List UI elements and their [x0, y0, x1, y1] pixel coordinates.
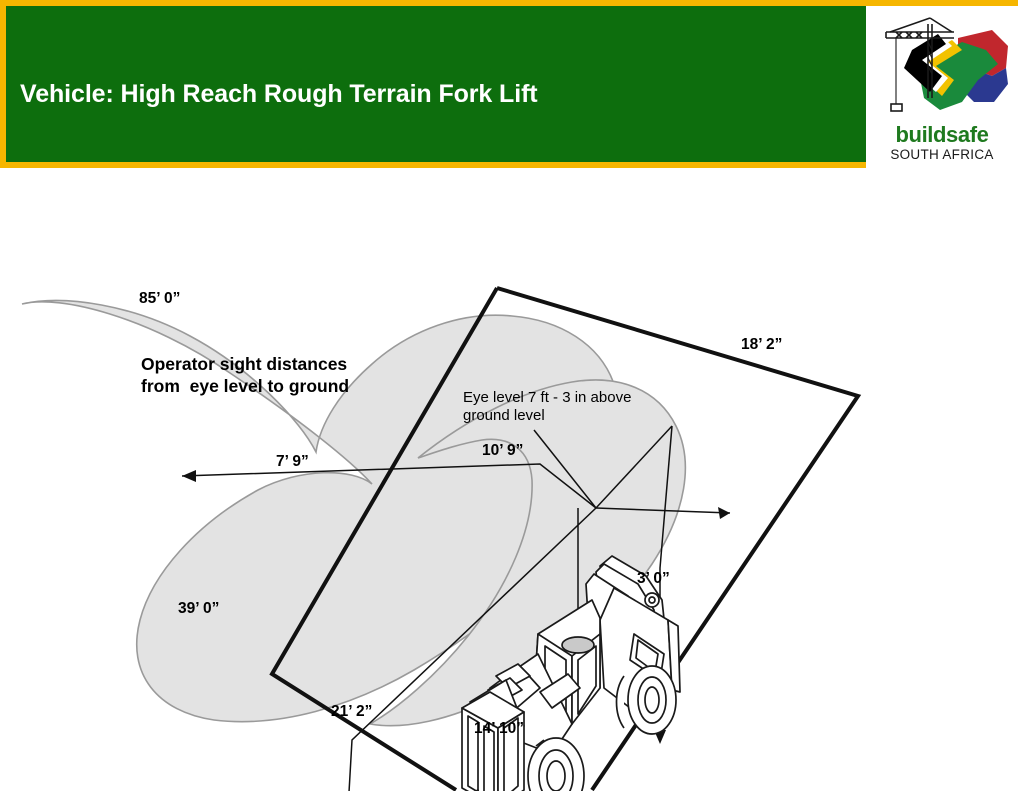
page-title: Vehicle: High Reach Rough Terrain Fork L… [20, 80, 538, 108]
sight-distance-diagram: Operator sight distances from eye level … [0, 168, 1024, 791]
ground-plane [269, 286, 862, 791]
diagram-caption: Operator sight distances from eye level … [141, 354, 350, 396]
dimension-label-85-0: 85’ 0” [139, 290, 181, 307]
dimension-label-39-0: 39’ 0” [178, 600, 220, 617]
logo-subwordmark: SOUTH AFRICA [890, 147, 994, 162]
tower-crane-icon [885, 17, 954, 112]
dimension-label-3-0: 3’ 0” [637, 570, 670, 587]
eye-level-note: Eye level 7 ft - 3 in above ground level [463, 389, 632, 424]
dimension-label-10-9: 10’ 9” [482, 442, 524, 459]
south-africa-map-icon [904, 30, 1008, 110]
logo-wordmark: buildsafe [895, 122, 989, 147]
slide-header-banner: Vehicle: High Reach Rough Terrain Fork L… [0, 0, 1018, 168]
diagram-artwork [21, 286, 862, 791]
dimension-label-18-2: 18’ 2” [741, 336, 783, 353]
dimension-label-21-2: 21’ 2” [331, 703, 373, 720]
fork-lift-illustration [461, 555, 681, 791]
sight-region-shade [21, 299, 622, 723]
dimension-label-14-10: 14’ 10” [474, 720, 524, 737]
logo-artwork [885, 17, 1008, 112]
buildsafe-logo: buildsafe SOUTH AFRICA [866, 6, 1018, 174]
dimension-label-7-9: 7’ 9” [276, 453, 309, 470]
